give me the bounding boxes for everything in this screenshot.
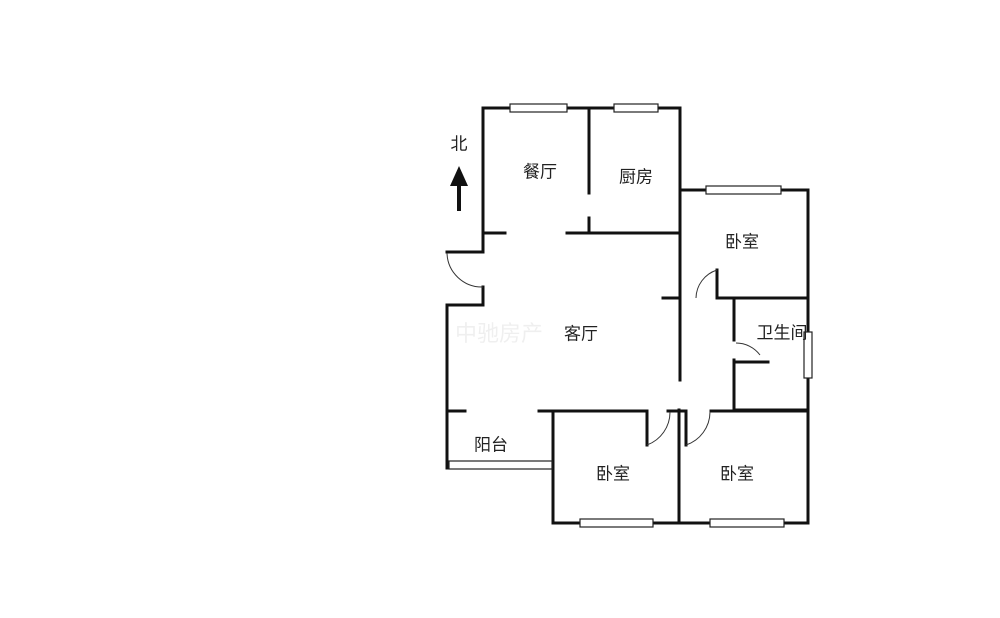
- room-label-bedroom-ne: 卧室: [725, 232, 759, 253]
- window: [803, 331, 813, 379]
- windows: [448, 103, 813, 528]
- window: [448, 460, 553, 470]
- window: [579, 518, 654, 528]
- room-label-bathroom: 卫生间: [756, 323, 808, 344]
- window: [705, 185, 782, 195]
- doors: [446, 252, 761, 446]
- window: [709, 518, 785, 528]
- north-arrow-icon: [450, 166, 468, 211]
- room-label-kitchen: 厨房: [619, 167, 653, 188]
- window: [509, 103, 568, 113]
- room-label-bedroom-sw: 卧室: [596, 464, 630, 485]
- window: [613, 103, 659, 113]
- compass-label: 北: [450, 134, 468, 155]
- room-label-dining: 餐厅: [523, 162, 557, 183]
- room-label-bedroom-se: 卧室: [720, 464, 754, 485]
- watermark: 中驰房产: [455, 322, 544, 347]
- room-label-balcony: 阳台: [474, 435, 508, 456]
- room-label-living: 客厅: [564, 324, 598, 345]
